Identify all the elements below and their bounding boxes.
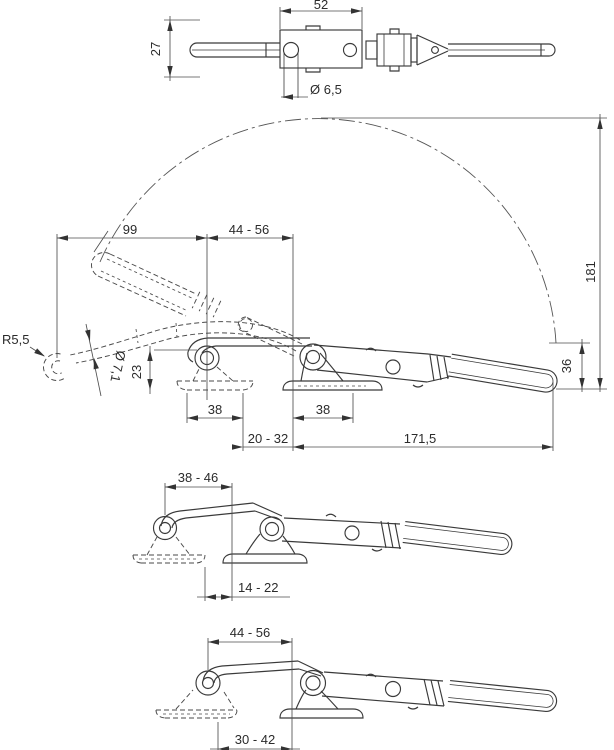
dim-swing-height: 181	[583, 261, 598, 283]
dim-overall-length: 171,5	[404, 431, 437, 446]
dim-bottom-adjust-range: 44 - 56	[230, 625, 270, 640]
dim-hook-reach: 99	[123, 222, 137, 237]
dim-top-width: 27	[148, 42, 163, 56]
mid-view-dimensions: 38 - 46 14 - 22	[164, 470, 290, 601]
dim-latch-height: 23	[129, 365, 144, 379]
dim-top-length: 52	[314, 0, 328, 12]
dim-top-hole-diameter: Ø 6,5	[310, 82, 342, 97]
main-view-dimensions: 99 44 - 56 181 36 R5,5 Ø 7,1 23	[2, 114, 607, 451]
dim-hook-radius: R5,5	[2, 332, 29, 347]
top-view: 52 27 Ø 6,5	[148, 0, 556, 100]
dim-mid-adjust-range: 38 - 46	[178, 470, 218, 485]
dim-rod-diameter: Ø 7,1	[107, 349, 128, 383]
mid-view: 38 - 46 14 - 22	[132, 470, 513, 601]
bottom-view-geometry	[155, 660, 558, 719]
top-view-dimensions: 52 27 Ø 6,5	[148, 0, 363, 100]
dim-handle-height: 36	[559, 359, 574, 373]
dim-bottom-base-gap: 30 - 42	[235, 732, 275, 747]
dim-base-gap: 20 - 32	[248, 431, 288, 446]
dim-adjust-range: 44 - 56	[229, 222, 269, 237]
main-view-solid-geometry	[187, 337, 558, 393]
main-view: 99 44 - 56 181 36 R5,5 Ø 7,1 23	[2, 114, 607, 451]
mid-view-geometry	[132, 502, 513, 564]
main-view-hidden-geometry	[43, 252, 303, 391]
bottom-view: 44 - 56 30 - 42	[155, 625, 558, 750]
dim-base-width-right: 38	[316, 402, 330, 417]
dim-base-width-left: 38	[208, 402, 222, 417]
bottom-view-dimensions: 44 - 56 30 - 42	[207, 625, 300, 750]
top-view-geometry	[189, 25, 556, 98]
handle-swing-arc	[99, 118, 557, 344]
dim-mid-base-gap: 14 - 22	[238, 580, 278, 595]
